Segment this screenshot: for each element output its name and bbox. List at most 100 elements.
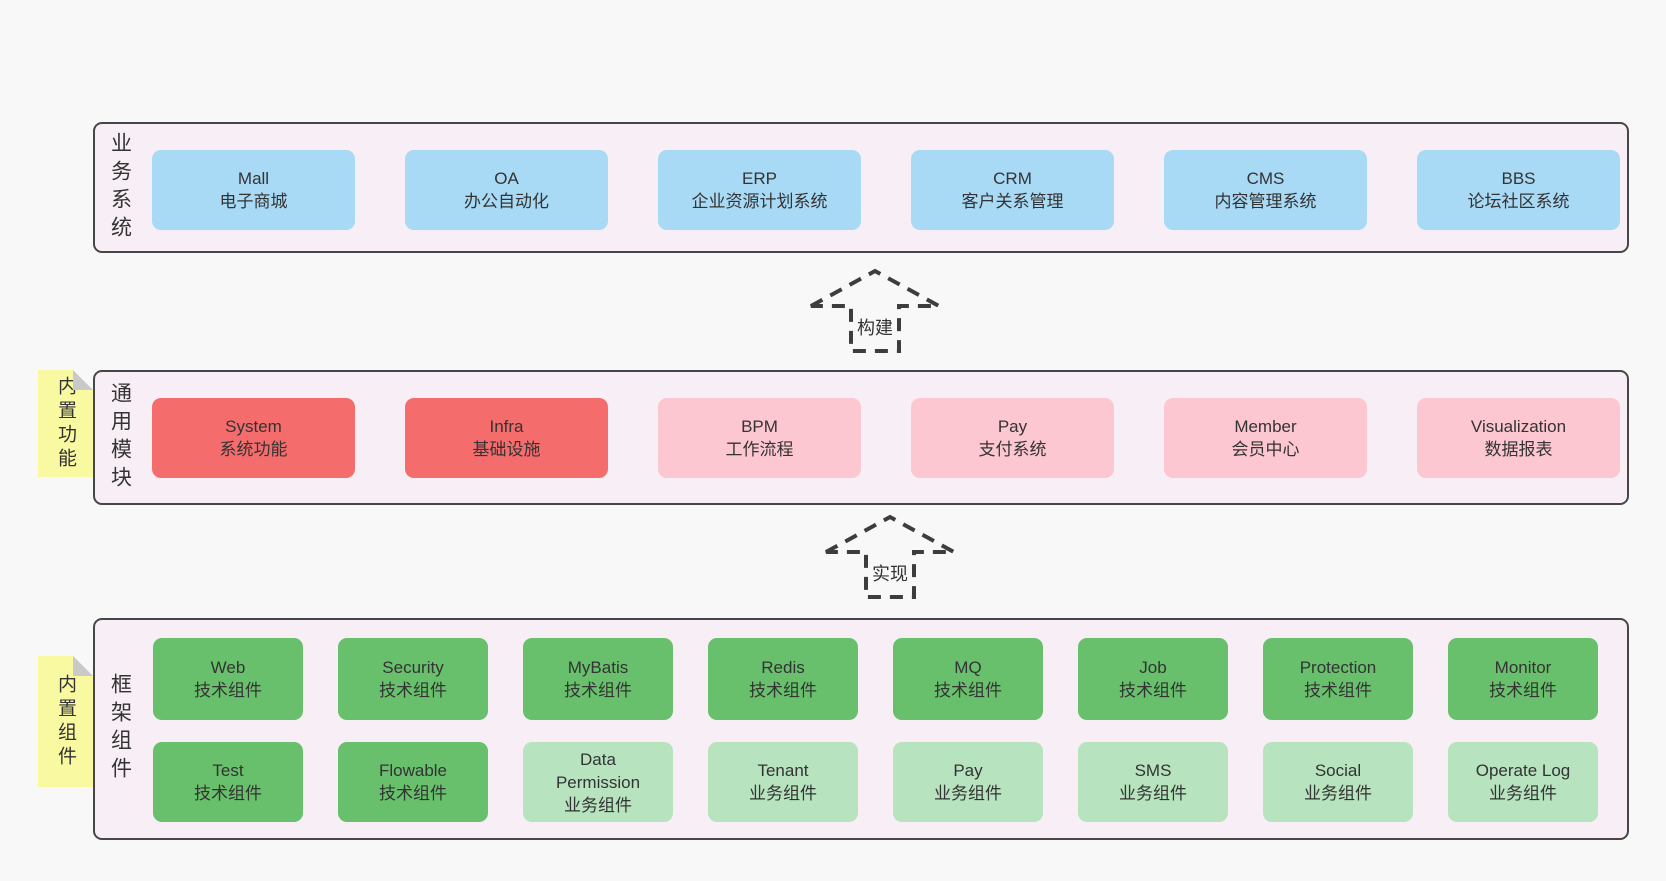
box-title: BPM [741, 417, 778, 436]
box-bpm: BPM 工作流程 [658, 398, 861, 478]
box-title: CMS [1246, 169, 1285, 188]
box-subtitle: 技术组件 [1119, 681, 1187, 700]
box-title: Social [1314, 761, 1362, 780]
box-title: System [225, 417, 282, 436]
tag-built-in-components-text: 内置组件 [55, 673, 76, 770]
arrow-build: 构建 [805, 268, 945, 353]
box-subtitle: 技术组件 [379, 681, 447, 700]
box-subtitle: 技术组件 [1304, 681, 1372, 700]
box-subtitle: 技术组件 [1489, 681, 1557, 700]
box-web: Web 技术组件 [153, 638, 303, 720]
box-pay: Pay 支付系统 [911, 398, 1114, 478]
box-mq: MQ 技术组件 [893, 638, 1043, 720]
box-subtitle: 基础设施 [472, 440, 541, 459]
box-subtitle: 工作流程 [725, 440, 794, 459]
box-oa: OA 办公自动化 [405, 150, 608, 230]
box-title: Operate Log [1475, 761, 1571, 780]
modules-boxes-row: System 系统功能 Infra 基础设施 BPM 工作流程 Pay 支付系统… [152, 398, 1620, 478]
box-job: Job 技术组件 [1078, 638, 1228, 720]
panel-business-systems: 业务系统 Mall 电子商城 OA 办公自动化 ERP 企业资源计划系统 CRM… [93, 122, 1629, 253]
box-erp: ERP 企业资源计划系统 [658, 150, 861, 230]
box-title: Mall [237, 169, 270, 188]
box-subtitle: 技术组件 [934, 681, 1002, 700]
arrow-implement: 实现 [820, 514, 960, 599]
panel-framework-components: 框架组件 Web 技术组件 Security 技术组件 MyBatis 技术组件… [93, 618, 1629, 840]
box-subtitle: 技术组件 [564, 681, 632, 700]
side-label-business-text: 业务系统 [108, 131, 132, 244]
box-title: Test [212, 761, 244, 780]
box-title: Pay [997, 417, 1028, 436]
box-title: Visualization [1470, 417, 1567, 436]
arrow-implement-label: 实现 [869, 560, 911, 586]
box-system: System 系统功能 [152, 398, 355, 478]
box-mall: Mall 电子商城 [152, 150, 355, 230]
box-redis: Redis 技术组件 [708, 638, 858, 720]
side-label-modules-text: 通用模块 [108, 381, 132, 494]
box-title: Redis [761, 658, 805, 677]
up-arrow-dashed-icon [810, 268, 940, 353]
tag-built-in-components: 内置组件 [38, 656, 93, 787]
box-social: Social 业务组件 [1263, 742, 1413, 822]
side-label-modules: 通用模块 [105, 372, 135, 503]
box-subtitle: 电子商城 [219, 192, 288, 211]
box-subtitle: 论坛社区系统 [1467, 192, 1570, 211]
box-subtitle: 业务组件 [1119, 784, 1187, 803]
box-member: Member 会员中心 [1164, 398, 1367, 478]
side-label-framework-text: 框架组件 [108, 673, 132, 785]
box-infra: Infra 基础设施 [405, 398, 608, 478]
box-title: Infra [489, 417, 524, 436]
arrow-build-label: 构建 [854, 314, 896, 340]
box-bbs: BBS 论坛社区系统 [1417, 150, 1620, 230]
box-title: Member [1234, 417, 1297, 436]
box-protection: Protection 技术组件 [1263, 638, 1413, 720]
box-data-permission: Data Permission 业务组件 [523, 742, 673, 822]
box-visualization: Visualization 数据报表 [1417, 398, 1620, 478]
business-boxes-row: Mall 电子商城 OA 办公自动化 ERP 企业资源计划系统 CRM 客户关系… [152, 150, 1620, 230]
box-title: ERP [742, 169, 777, 188]
box-crm: CRM 客户关系管理 [911, 150, 1114, 230]
box-title: MQ [954, 658, 982, 677]
box-title: OA [494, 169, 519, 188]
box-title: MyBatis [567, 658, 629, 677]
box-subtitle: 支付系统 [978, 440, 1047, 459]
side-label-business: 业务系统 [105, 124, 135, 251]
box-mybatis: MyBatis 技术组件 [523, 638, 673, 720]
box-pay-biz: Pay 业务组件 [893, 742, 1043, 822]
box-sms: SMS 业务组件 [1078, 742, 1228, 822]
box-tenant: Tenant 业务组件 [708, 742, 858, 822]
up-arrow-dashed-icon [825, 514, 955, 599]
box-subtitle: 业务组件 [749, 784, 817, 803]
box-subtitle: 会员中心 [1231, 440, 1300, 459]
box-subtitle: 业务组件 [934, 784, 1002, 803]
box-subtitle: 内容管理系统 [1214, 192, 1317, 211]
box-title: Tenant [757, 761, 809, 780]
box-operate-log: Operate Log 业务组件 [1448, 742, 1598, 822]
box-subtitle: 企业资源计划系统 [691, 192, 828, 211]
box-title: Monitor [1494, 658, 1552, 677]
box-title: Web [210, 658, 246, 677]
box-title: Protection [1299, 658, 1377, 677]
box-flowable: Flowable 技术组件 [338, 742, 488, 822]
tag-built-in-features-text: 内置功能 [55, 375, 76, 472]
box-subtitle: 数据报表 [1484, 440, 1553, 459]
box-test: Test 技术组件 [153, 742, 303, 822]
box-title: Data Permission [555, 749, 641, 792]
folded-corner-icon [73, 370, 93, 390]
box-monitor: Monitor 技术组件 [1448, 638, 1598, 720]
box-subtitle: 业务组件 [1489, 784, 1557, 803]
box-title: Job [1139, 658, 1167, 677]
box-title: BBS [1501, 169, 1536, 188]
box-cms: CMS 内容管理系统 [1164, 150, 1367, 230]
box-subtitle: 办公自动化 [464, 192, 549, 211]
box-title: Flowable [378, 761, 448, 780]
box-title: CRM [993, 169, 1032, 188]
box-subtitle: 系统功能 [219, 440, 288, 459]
side-label-framework: 框架组件 [105, 620, 135, 838]
panel-common-modules: 通用模块 System 系统功能 Infra 基础设施 BPM 工作流程 Pay… [93, 370, 1629, 505]
box-subtitle: 客户关系管理 [961, 192, 1064, 211]
box-subtitle: 技术组件 [749, 681, 817, 700]
framework-boxes-row-1: Web 技术组件 Security 技术组件 MyBatis 技术组件 Redi… [153, 638, 1598, 720]
box-title: Pay [953, 761, 983, 780]
box-security: Security 技术组件 [338, 638, 488, 720]
